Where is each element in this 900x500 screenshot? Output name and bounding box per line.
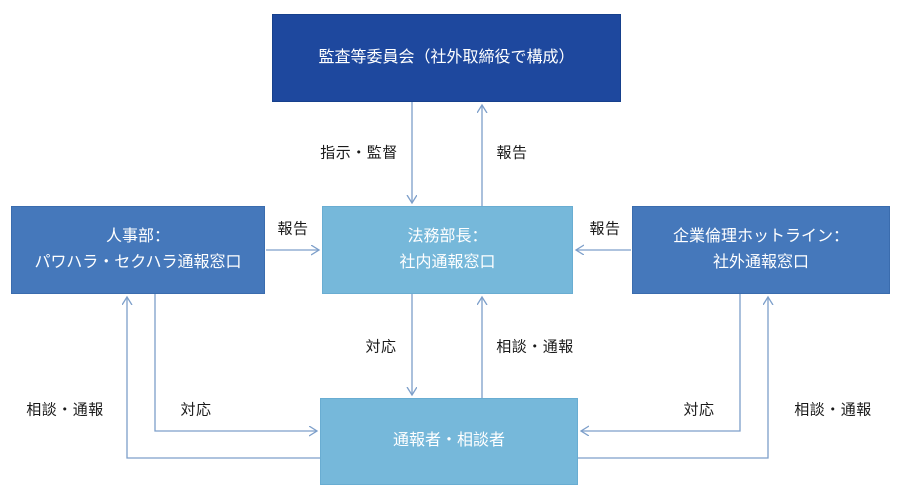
node-hr-window-label-line1: 人事部： [105, 227, 170, 245]
node-legal-window-label-line2: 社内通報窓口 [399, 254, 496, 271]
edge-label-report-to-committee: 報告 [496, 144, 528, 162]
node-ethics-hotline-label-line2: 社外通報窓口 [712, 254, 809, 271]
arrow-response-hr-to-reporter [154, 294, 317, 431]
arrow-consult-reporter-to-hotline [578, 297, 768, 459]
edge-label-consult-to-hotline: 相談・通報 [794, 401, 872, 419]
node-legal-window-label-line1: 法務部長： [407, 227, 488, 245]
node-reporter-label: 通報者・相談者 [392, 432, 505, 450]
edge-label-report-hr-to-legal: 報告 [277, 220, 309, 238]
node-hr-window-label-line2: パワハラ・セクハラ通報窓口 [34, 254, 242, 271]
node-ethics-hotline: 企業倫理ホットライン： 社外通報窓口 [632, 206, 890, 294]
edge-label-consult-to-legal: 相談・通報 [496, 338, 574, 356]
node-reporter: 通報者・相談者 [320, 398, 578, 485]
arrow-consult-reporter-to-hr [127, 297, 320, 459]
edge-label-response-hotline: 対応 [683, 401, 715, 419]
edge-label-response-hr: 対応 [180, 401, 212, 419]
edge-label-instruction-supervision: 指示・監督 [320, 144, 398, 162]
arrow-response-hotline-to-reporter [581, 294, 741, 431]
node-hr-window: 人事部： パワハラ・セクハラ通報窓口 [11, 206, 265, 294]
node-legal-window: 法務部長： 社内通報窓口 [322, 206, 573, 294]
node-ethics-hotline-label-line1: 企業倫理ホットライン： [672, 227, 849, 245]
edge-label-report-hotline-to-legal: 報告 [589, 220, 621, 238]
edge-label-consult-to-hr: 相談・通報 [26, 401, 104, 419]
node-audit-committee-label: 監査等委員会（社外取締役で構成） [318, 48, 575, 66]
node-audit-committee: 監査等委員会（社外取締役で構成） [272, 14, 621, 102]
edge-label-response-legal: 対応 [365, 338, 397, 356]
